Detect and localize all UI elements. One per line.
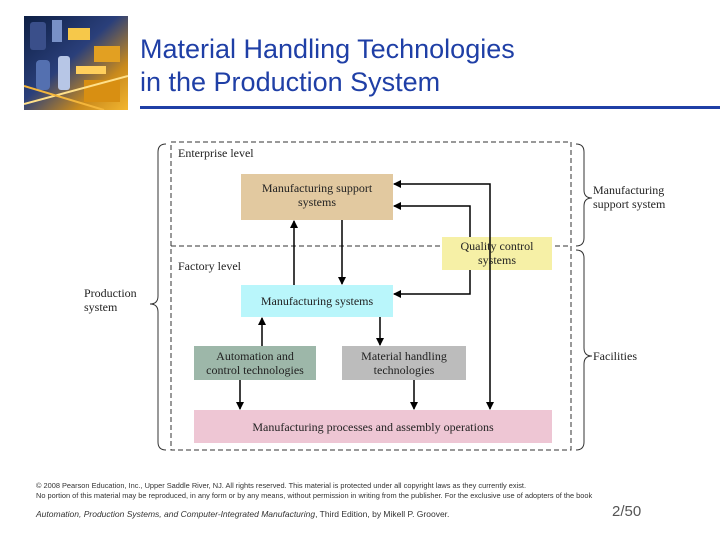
mfg-systems-label: Manufacturing systems xyxy=(261,294,374,308)
support-system-label-1: Manufacturing xyxy=(593,183,664,197)
copyright-line-1: © 2008 Pearson Education, Inc., Upper Sa… xyxy=(36,481,527,490)
page-number: 2/50 xyxy=(612,503,642,520)
mfg-support-box xyxy=(241,174,393,220)
title-line-1: Material Handling Technologies xyxy=(140,34,515,64)
processes-label: Manufacturing processes and assembly ope… xyxy=(252,420,494,434)
connector-arrows xyxy=(236,180,494,410)
book-title: Automation, Production Systems, and Comp… xyxy=(36,509,316,519)
quality-label-1: Quality control xyxy=(461,239,535,253)
automation-label-1: Automation and xyxy=(216,349,294,363)
slide-title: Material Handling Technologies in the Pr… xyxy=(140,33,700,99)
enterprise-region xyxy=(170,141,572,451)
book-credit-rest: , Third Edition, by Mikell P. Groover. xyxy=(315,509,450,519)
title-underline xyxy=(140,106,720,109)
quality-box xyxy=(442,237,552,270)
mfg-systems-box xyxy=(241,285,393,317)
automation-label-2: control technologies xyxy=(206,363,304,377)
automation-box xyxy=(194,346,316,380)
material-label-2: technologies xyxy=(374,363,435,377)
quality-label-2: systems xyxy=(478,253,516,267)
support-system-label-2: support system xyxy=(593,197,666,211)
material-box xyxy=(342,346,466,380)
material-label-1: Material handling xyxy=(361,349,447,363)
mfg-support-label-2: systems xyxy=(298,195,336,209)
support-brace xyxy=(575,143,593,247)
copyright-notice: © 2008 Pearson Education, Inc., Upper Sa… xyxy=(36,481,676,501)
copyright-line-2: No portion of this material may be repro… xyxy=(36,491,593,500)
processes-box xyxy=(194,410,552,443)
title-line-2: in the Production System xyxy=(140,67,441,97)
book-credit: Automation, Production Systems, and Comp… xyxy=(36,509,449,519)
facilities-label: Facilities xyxy=(593,349,637,363)
factory-level-label: Factory level xyxy=(178,259,242,273)
production-system-label-1: Production xyxy=(84,286,137,300)
facilities-brace xyxy=(575,249,593,451)
production-system-label-2: system xyxy=(84,300,118,314)
circuit-board-photo-icon xyxy=(24,16,128,110)
production-brace xyxy=(149,143,167,451)
mfg-support-label-1: Manufacturing support xyxy=(262,181,373,195)
enterprise-level-label: Enterprise level xyxy=(178,146,254,160)
